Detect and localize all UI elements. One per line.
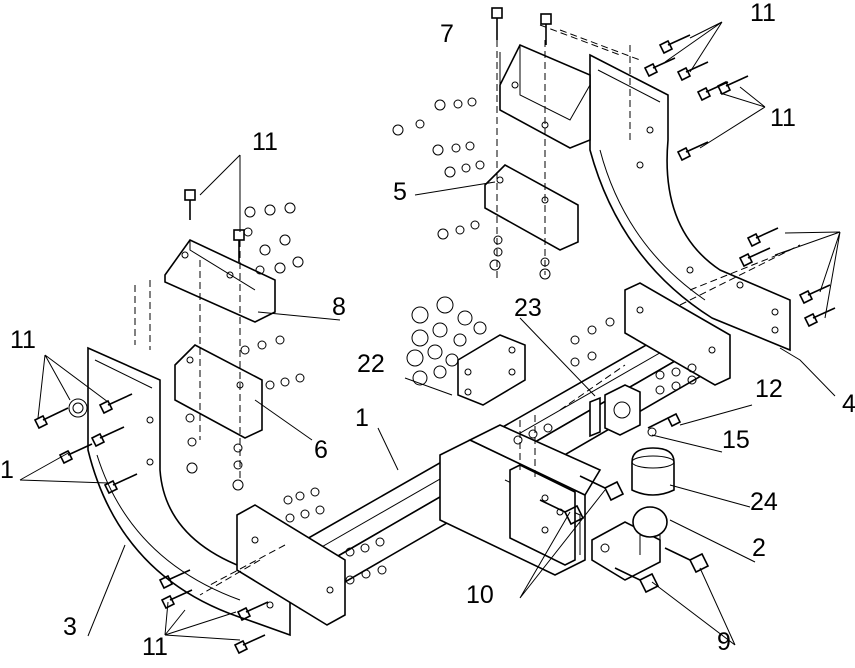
callout-bolts-bottom: 11 [142,633,168,661]
tow-ball [591,506,668,581]
socket-plate [589,384,641,438]
clamp-plate-8 [164,238,276,323]
spacer-pack [406,296,526,406]
ball-cover [631,447,675,496]
callout-ball-cover: 24 [750,488,778,516]
callout-mount-bolts: 10 [466,581,494,609]
callout-left-top-plate: 8 [332,293,346,321]
callout-bolts-right: 11 [770,104,796,132]
callout-top-clamp-plate: 7 [440,20,454,48]
callout-ball-head: 2 [752,534,766,562]
leader-lines [19,21,841,646]
left-side-bracket [68,346,291,637]
callout-upper-clamp-plate: 5 [393,178,407,206]
callout-bolts-top-right: 11 [750,0,776,27]
callout-left-clamp-plate: 6 [314,436,328,464]
clamp-plate-6 [174,344,263,439]
callout-bolts-left-top: 11 [252,128,278,156]
callout-frame-bar-b: 1 [0,456,14,484]
callout-socket-bolt: 12 [755,375,783,403]
callout-frame-bar-a: 1 [355,404,369,432]
callout-socket-washer: 15 [722,426,750,454]
clamp-plate-5 [484,164,579,251]
callout-ball-bolts: 9 [717,628,731,656]
right-side-bracket [589,53,791,352]
callout-bolts-left: 11 [10,326,36,354]
callout-left-side-bracket: 3 [63,613,77,641]
callout-socket-plate: 23 [514,294,542,322]
callout-spacer-pack: 22 [357,350,385,378]
washer-clusters [185,97,697,585]
assembly-lines [134,24,801,596]
callout-right-side-bracket: 4 [842,390,855,418]
